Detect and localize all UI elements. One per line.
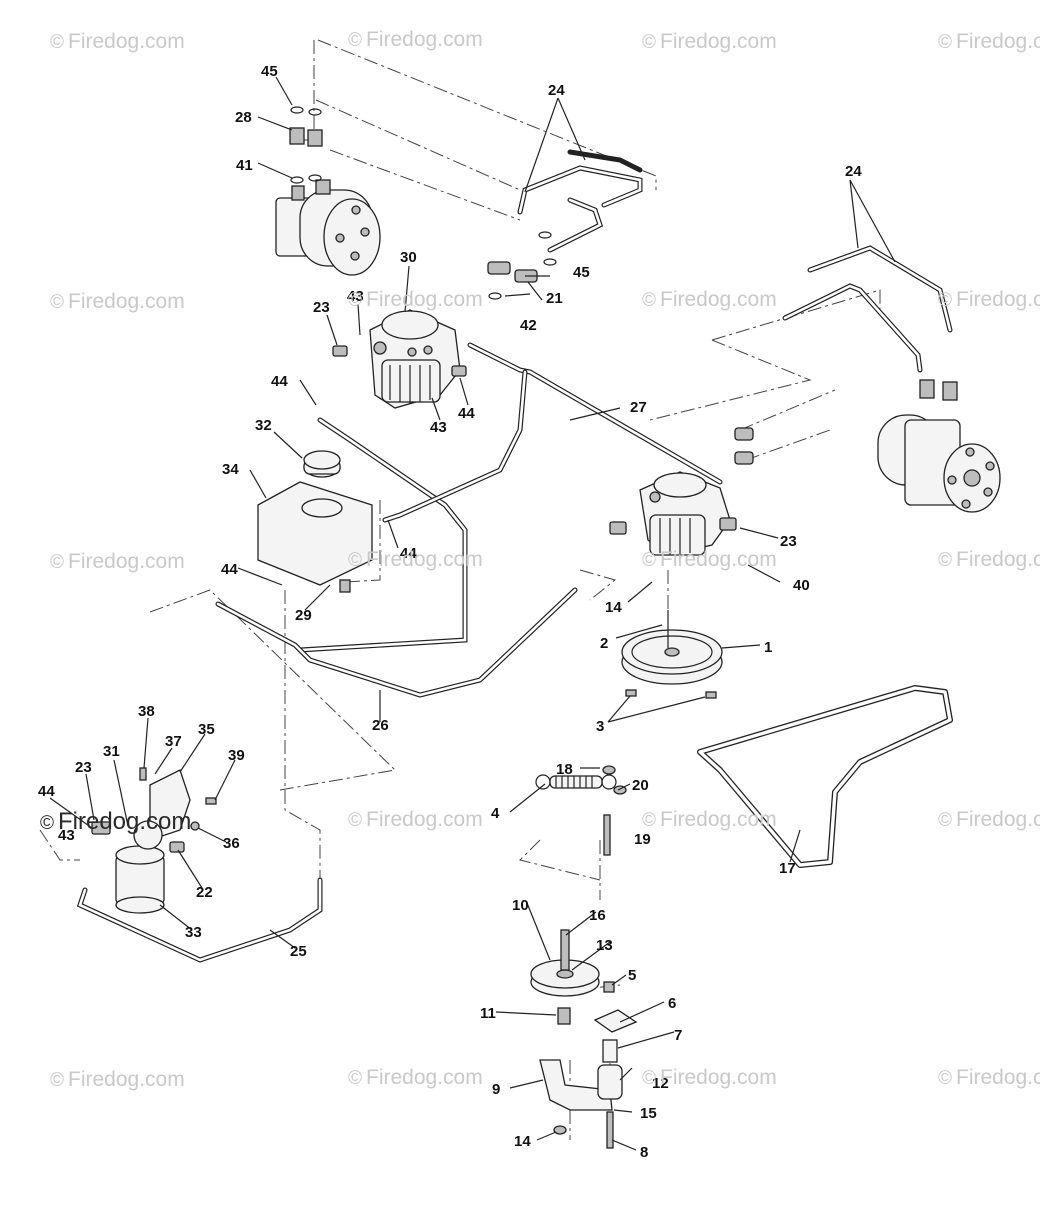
fittings-center [332, 231, 557, 377]
watermark: ©Firedog.com [938, 30, 1040, 53]
callout: 42 [520, 317, 537, 334]
callout: 34 [222, 461, 239, 478]
callout: 36 [223, 835, 240, 852]
callout: 16 [589, 907, 606, 924]
watermark: ©Firedog.com [642, 548, 777, 571]
watermark: ©Firedog.com [348, 1066, 483, 1089]
callout: 39 [228, 747, 245, 764]
tube-lines [76, 149, 953, 963]
callout: 11 [480, 1005, 496, 1022]
watermark: ©Firedog.com [50, 1068, 185, 1091]
watermark: ©Firedog.com [938, 808, 1040, 831]
callout: 1 [764, 639, 772, 656]
callout: 12 [652, 1075, 669, 1092]
callout: 45 [261, 63, 278, 80]
watermark: ©Firedog.com [50, 30, 185, 53]
callout: 5 [628, 967, 636, 984]
pulley-main [621, 610, 723, 699]
callout: 23 [780, 533, 797, 550]
callout: 9 [492, 1081, 500, 1098]
callout: 40 [793, 577, 810, 594]
callout: 19 [634, 831, 651, 848]
leader-lines [49, 76, 896, 1151]
callout: 38 [138, 703, 155, 720]
callout: 44 [38, 783, 55, 800]
idler-spring [535, 765, 627, 856]
callout: 26 [372, 717, 389, 734]
callout: 45 [573, 264, 590, 281]
fittings-top [289, 106, 323, 184]
pump-right [609, 427, 754, 556]
callout: 23 [75, 759, 92, 776]
callout: 32 [255, 417, 272, 434]
callout: 22 [196, 884, 213, 901]
callout-labels: 45 28 41 24 30 43 23 21 42 44 24 27 32 3… [38, 63, 862, 1161]
callout: 33 [185, 924, 202, 941]
callout: 31 [103, 743, 120, 760]
callout: 2 [600, 635, 608, 652]
callout: 41 [236, 157, 253, 174]
callout: 23 [313, 299, 330, 316]
watermark: ©Firedog.com [642, 30, 777, 53]
watermark: ©Firedog.com [348, 808, 483, 831]
callout: 14 [514, 1133, 531, 1150]
watermark: ©Firedog.com [642, 288, 777, 311]
callout: 35 [198, 721, 215, 738]
pump-upper [369, 309, 461, 409]
callout: 44 [400, 545, 417, 562]
callout: 30 [400, 249, 417, 266]
callout: 7 [674, 1027, 682, 1044]
idler-arm-assembly [530, 929, 638, 1149]
drive-belt [697, 685, 953, 868]
callout: 14 [605, 599, 622, 616]
watermark: ©Firedog.com [938, 288, 1040, 311]
callout: 44 [458, 405, 475, 422]
callout: 29 [295, 607, 312, 624]
callout: 25 [290, 943, 307, 960]
callout: 20 [632, 777, 649, 794]
callout: 6 [668, 995, 676, 1012]
callout: 43 [347, 288, 364, 305]
callout: 3 [596, 718, 604, 735]
callout: 21 [546, 290, 563, 307]
watermark: ©Firedog.com [938, 548, 1040, 571]
callout: 44 [271, 373, 288, 390]
reservoir-tank [257, 450, 373, 593]
callout: 15 [640, 1105, 657, 1122]
callout: 28 [235, 109, 252, 126]
callout: 10 [512, 897, 529, 914]
callout: 43 [430, 419, 447, 436]
watermark: ©Firedog.com [938, 1066, 1040, 1089]
callout: 44 [221, 561, 238, 578]
callout: 27 [630, 399, 647, 416]
callout: 8 [640, 1144, 648, 1161]
callout: 37 [165, 733, 182, 750]
filter-assembly [91, 767, 217, 914]
watermark: ©Firedog.com [348, 548, 483, 571]
callout: 18 [556, 761, 573, 778]
watermark: ©Firedog.com [642, 1066, 777, 1089]
watermark: ©Firedog.com [348, 28, 483, 51]
watermark: ©Firedog.com [50, 550, 185, 573]
watermark: ©Firedog.com [642, 808, 777, 831]
watermark: ©Firedog.com [50, 290, 185, 313]
callout: 17 [779, 860, 796, 877]
assembly-lines [39, 39, 881, 1140]
watermark: ©Firedog.com [40, 808, 192, 835]
watermark: ©Firedog.com [348, 288, 483, 311]
callout: 4 [491, 805, 500, 822]
callout: 24 [548, 82, 565, 99]
callout: 13 [596, 937, 613, 954]
hydraulic-motor-right [877, 379, 1001, 513]
callout: 24 [845, 163, 862, 180]
hydraulic-motor-left [275, 179, 381, 276]
callout: 43 [58, 827, 75, 844]
